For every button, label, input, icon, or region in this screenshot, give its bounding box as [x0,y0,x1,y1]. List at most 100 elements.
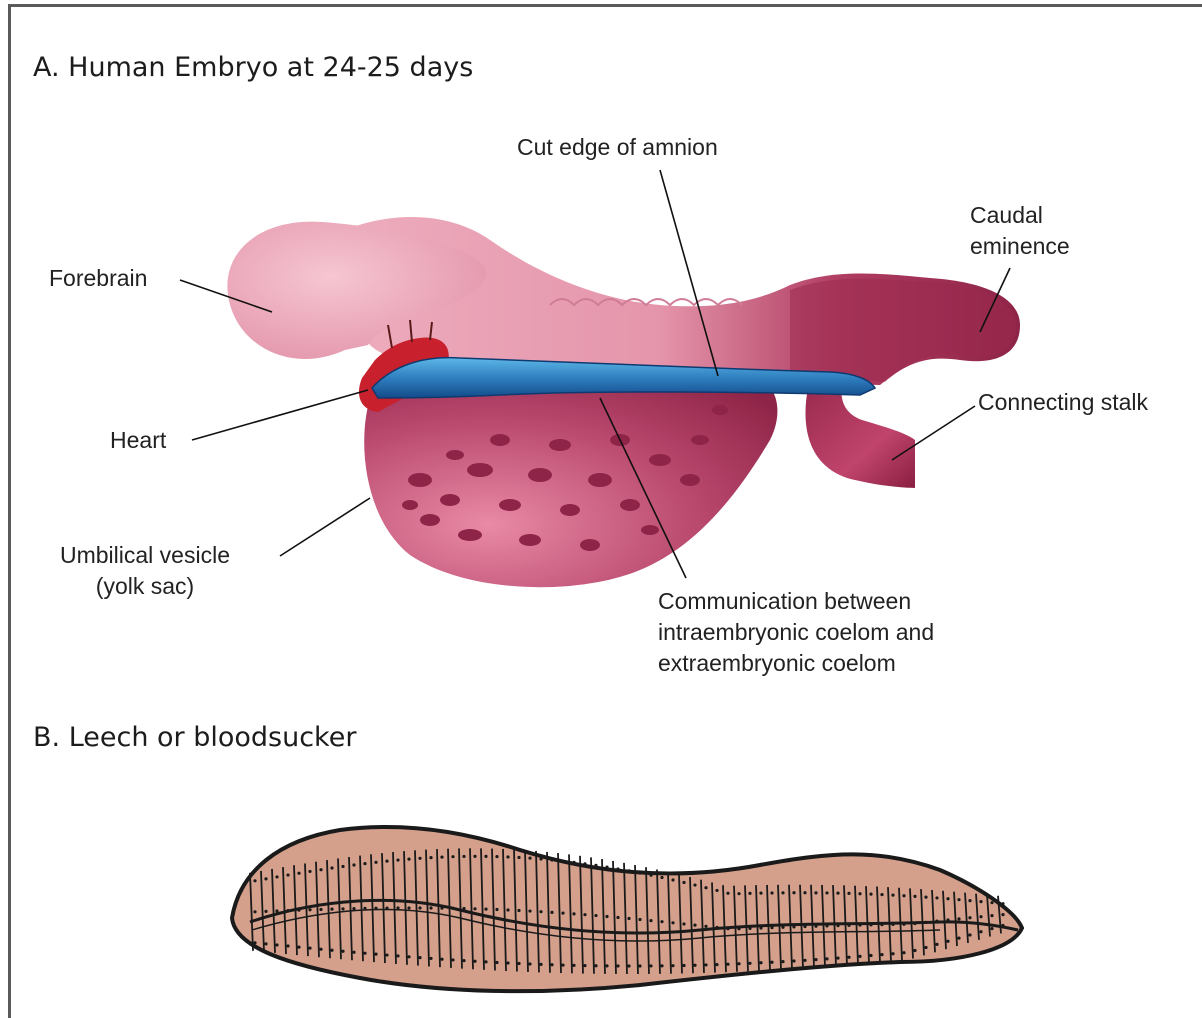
leech-dot [572,964,575,967]
leech-dot [429,856,432,859]
label-connecting-stalk: Connecting stalk [978,387,1148,418]
leech-dot [352,863,355,866]
leech-dot [858,923,861,926]
leech-dot [759,961,762,964]
leech-dot [869,923,872,926]
leech-dot [605,915,608,918]
leech-dot [649,874,652,877]
leader-umbilical [280,498,370,556]
leech-dot [462,959,465,962]
leech-dot [836,924,839,927]
leech-dot [440,855,443,858]
leech-dot [935,920,938,923]
leech-dot [847,892,850,895]
leech-dot [1001,913,1004,916]
leech-dot [528,857,531,860]
leech-dot [528,962,531,965]
leech-dot [671,964,674,967]
leech-dot [594,914,597,917]
leech-dot [957,917,960,920]
leech-dot [781,891,784,894]
leech-dot [891,923,894,926]
leech-dot [473,960,476,963]
leech-dot [616,867,619,870]
leech-dot [363,907,366,910]
leech-dot [396,954,399,957]
leech-dot [550,858,553,861]
leech-dot [341,865,344,868]
leech-dot [495,908,498,911]
leech-dot [957,936,960,939]
leech-dot [979,930,982,933]
leech-dot [825,924,828,927]
leech-dot [748,927,751,930]
leech-dot [572,861,575,864]
label-umbilical-line-1: Umbilical vesicle [60,540,230,571]
leech-dot [341,950,344,953]
leech-dot [341,907,344,910]
leech-dot [649,919,652,922]
leech-dot [891,952,894,955]
leech-dot [407,906,410,909]
leech-dot [781,926,784,929]
leech-dot [561,963,564,966]
leech-dot [792,925,795,928]
leech-dot [935,896,938,899]
leech-dot [418,857,421,860]
leech-dot [286,873,289,876]
leech-dot [924,946,927,949]
leech-dot [671,921,674,924]
leech-dot [836,892,839,895]
leech-dot [583,964,586,967]
leech-dot [484,960,487,963]
leech-dot [429,957,432,960]
leech-dot [704,886,707,889]
leech-dot [462,855,465,858]
leech-dot [561,911,564,914]
leech-dot [968,899,971,902]
leech-dot [968,933,971,936]
leech-dot [308,908,311,911]
leech-dot [451,855,454,858]
label-caudal-line-1: Caudal [970,200,1070,231]
leech-dot [517,856,520,859]
leech-dot [902,923,905,926]
leech-dot [451,907,454,910]
leech-dot [275,943,278,946]
leech-dot [407,858,410,861]
leech-dot [726,927,729,930]
leech-dot [473,855,476,858]
embryo-illustration [227,217,1020,587]
leech-dot [979,900,982,903]
leech-dot [891,894,894,897]
leech-dot [990,914,993,917]
leech-dot [880,893,883,896]
leech-dot [572,912,575,915]
leech-dot [517,909,520,912]
leech-dot [748,962,751,965]
leech-dot [924,921,927,924]
label-communication-line-3: extraembryonic coelom [658,648,934,679]
leech-dot [451,958,454,961]
leech-dot [550,911,553,914]
leech-dot [946,940,949,943]
label-caudal-line-2: eminence [970,231,1070,262]
leech-dot [704,963,707,966]
leech-dot [583,862,586,865]
leech-dot [902,894,905,897]
leech-dot [781,960,784,963]
leech-dot [627,964,630,967]
leech-dot [539,910,542,913]
label-umbilical-vesicle: Umbilical vesicle (yolk sac) [60,540,230,602]
leech-dot [1001,902,1004,905]
leech-dot [275,875,278,878]
leech-dot [605,865,608,868]
leech-dot [792,891,795,894]
leech-dot [638,871,641,874]
leech-dot [880,923,883,926]
leech-dot [539,857,542,860]
leech-dot [671,878,674,881]
leech-dot [803,891,806,894]
leech-dot [836,956,839,959]
leech-dot [726,892,729,895]
